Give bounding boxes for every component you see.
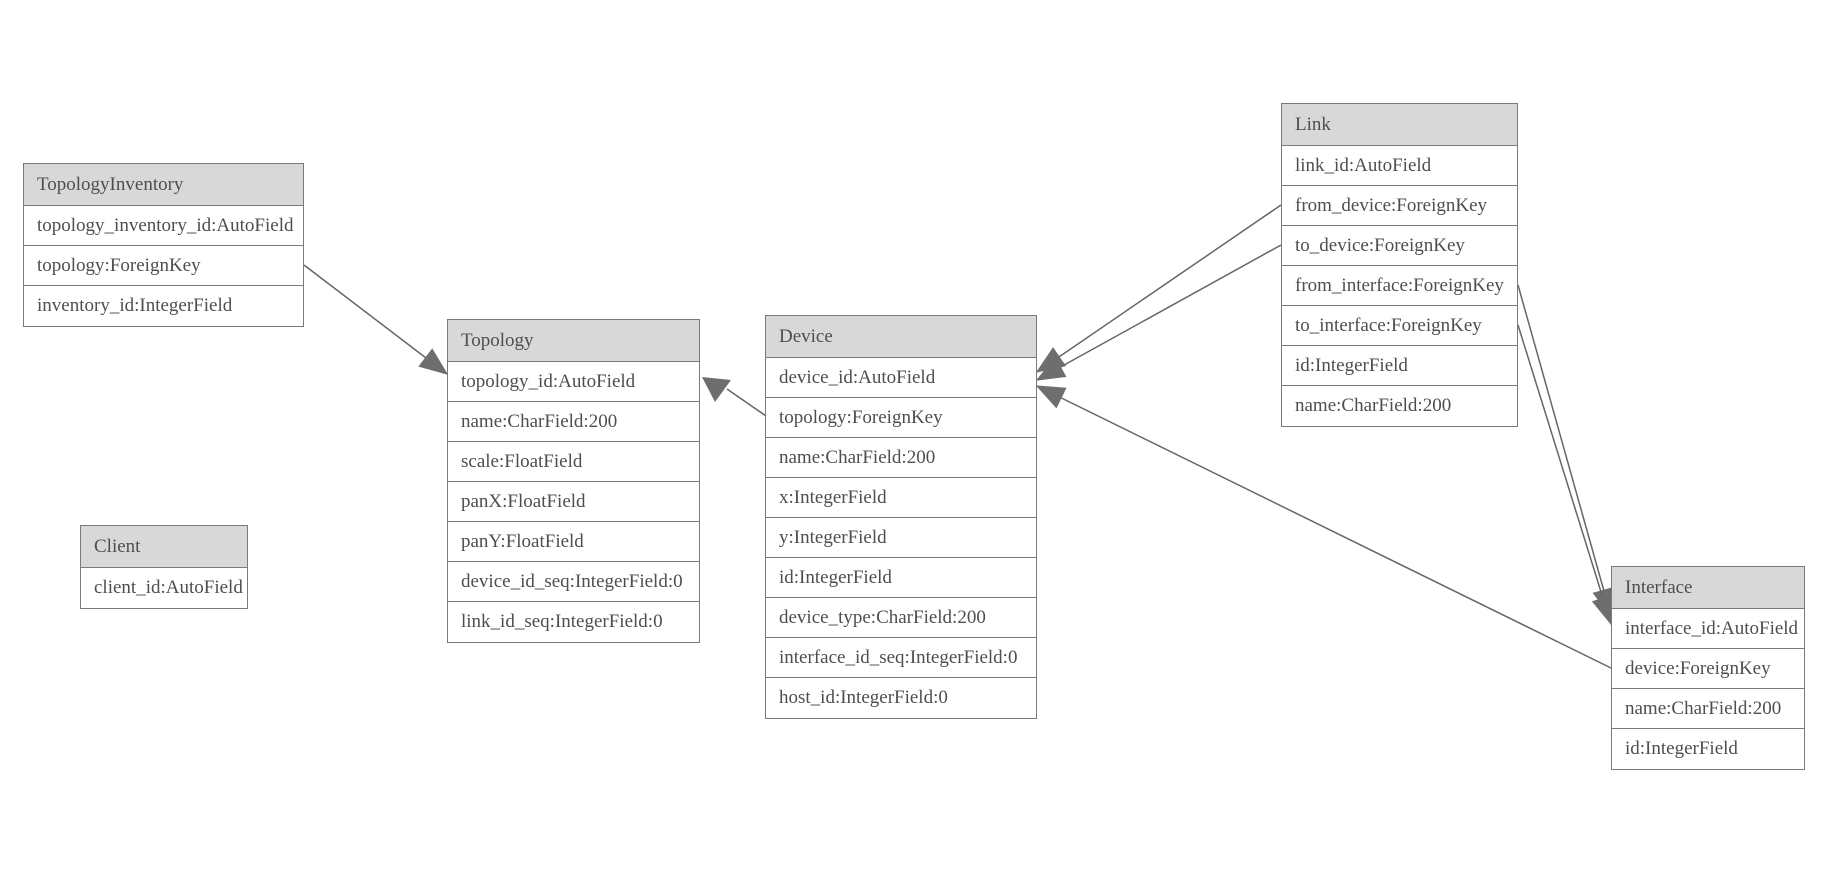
field-topologyinventory-topology-inventory-id: topology_inventory_id:AutoField (24, 206, 303, 246)
field-topology-name: name:CharField:200 (448, 402, 699, 442)
field-link-id: id:IntegerField (1282, 346, 1517, 386)
field-link-to-device: to_device:ForeignKey (1282, 226, 1517, 266)
field-device-interface-id-seq: interface_id_seq:IntegerField:0 (766, 638, 1036, 678)
field-link-to-interface: to_interface:ForeignKey (1282, 306, 1517, 346)
arrowhead-device-topology-to-topology (702, 377, 731, 402)
entity-title-interface: Interface (1612, 567, 1804, 609)
field-client-client-id: client_id:AutoField (94, 577, 243, 598)
field-interface-name: name:CharField:200 (1612, 689, 1804, 729)
entity-title-link: Link (1282, 104, 1517, 146)
field-device-x: x:IntegerField (766, 478, 1036, 518)
field-device-y: y:IntegerField (766, 518, 1036, 558)
field-device-device-id: device_id:AutoField (766, 358, 1036, 398)
field-device-id: id:IntegerField (766, 558, 1036, 598)
edge-link-from-device-to-device (1035, 204, 1282, 373)
entity-title-device: Device (766, 316, 1036, 358)
field-topologyinventory-topology: topology:ForeignKey (24, 246, 303, 286)
entity-title-topologyinventory: TopologyInventory (24, 164, 303, 206)
field-device-topology: topology:ForeignKey (766, 398, 1036, 438)
entity-title-topology: Topology (448, 320, 699, 362)
entity-title-client: Client (81, 526, 247, 568)
edge-topologyinventory-topology-to-topology (303, 264, 449, 375)
field-device-device-type: device_type:CharField:200 (766, 598, 1036, 638)
field-device-host-id: host_id:IntegerField:0 (779, 687, 948, 708)
field-topology-topology-id: topology_id:AutoField (448, 362, 699, 402)
edge-device-topology-to-topology (726, 388, 767, 417)
field-topology-scale: scale:FloatField (448, 442, 699, 482)
edge-link-to-interface-to-interface (1517, 324, 1614, 626)
field-interface-id: id:IntegerField (1625, 738, 1738, 759)
field-device-name: name:CharField:200 (766, 438, 1036, 478)
edge-interface-device-to-device (1035, 385, 1612, 669)
edge-link-to-device-to-device (1035, 244, 1282, 381)
field-topologyinventory-inventory-id: inventory_id:IntegerField (37, 295, 233, 316)
field-link-from-interface: from_interface:ForeignKey (1282, 266, 1517, 306)
field-link-from-device: from_device:ForeignKey (1282, 186, 1517, 226)
field-topology-link-id-seq: link_id_seq:IntegerField:0 (461, 611, 663, 632)
field-interface-device: device:ForeignKey (1612, 649, 1804, 689)
field-interface-interface-id: interface_id:AutoField (1612, 609, 1804, 649)
edge-link-from-interface-to-interface (1517, 284, 1615, 618)
entity-table-client: Client client_id:AutoField (80, 525, 248, 609)
field-link-name: name:CharField:200 (1295, 395, 1452, 416)
field-topology-device-id-seq: device_id_seq:IntegerField:0 (448, 562, 699, 602)
field-topology-pany: panY:FloatField (448, 522, 699, 562)
field-topology-panx: panX:FloatField (448, 482, 699, 522)
field-link-link-id: link_id:AutoField (1282, 146, 1517, 186)
